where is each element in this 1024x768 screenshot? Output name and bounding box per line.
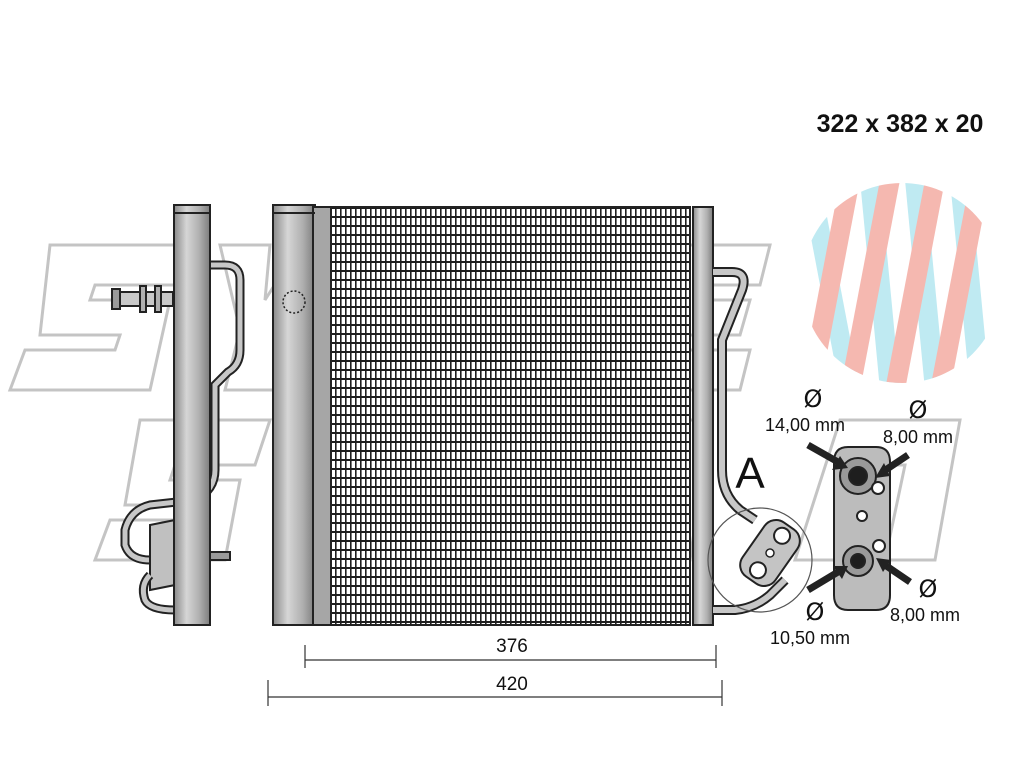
port-bottom-left-label: 10,50 mm <box>770 628 850 648</box>
center-bolt-hole <box>856 510 868 522</box>
total-width-dimension: 420 <box>496 674 528 695</box>
right-header-tank <box>692 206 714 626</box>
mount-bracket <box>149 518 176 592</box>
drain-plug <box>282 290 306 314</box>
core-width-dimension: 376 <box>496 636 528 657</box>
arrow-bottom-right <box>876 558 912 585</box>
arrow-top-right <box>875 452 910 478</box>
brand-mark <box>802 183 1002 383</box>
arrow-top-left <box>806 441 848 470</box>
diameter-symbol: Ø <box>804 385 823 413</box>
diameter-symbol: Ø <box>919 575 938 603</box>
port-arrows <box>806 441 912 594</box>
side-header-tank <box>173 204 211 626</box>
arrow-bottom-left <box>806 566 848 594</box>
port-top-right-label: 8,00 mm <box>883 427 953 447</box>
side-view <box>111 204 245 626</box>
fin-core <box>329 206 691 626</box>
port-8mm-top <box>871 481 885 495</box>
dimension-lines <box>267 645 723 706</box>
port-labels: Ø 14,00 mm Ø 8,00 mm Ø 10,50 mm Ø 8,00 m… <box>765 385 960 648</box>
diameter-symbol: Ø <box>806 598 825 626</box>
port-bottom-right-label: 8,00 mm <box>890 605 960 625</box>
diameter-symbol: Ø <box>909 396 928 424</box>
port-top-left-label: 14,00 mm <box>765 415 845 435</box>
small-flange <box>739 518 801 588</box>
port-8mm-bottom <box>872 539 886 553</box>
overall-size-label: 322 x 382 x 20 <box>817 110 984 138</box>
detail-circle <box>707 507 813 613</box>
left-header-tank <box>272 204 316 626</box>
front-view <box>272 204 813 626</box>
view-marker: A <box>735 449 765 498</box>
